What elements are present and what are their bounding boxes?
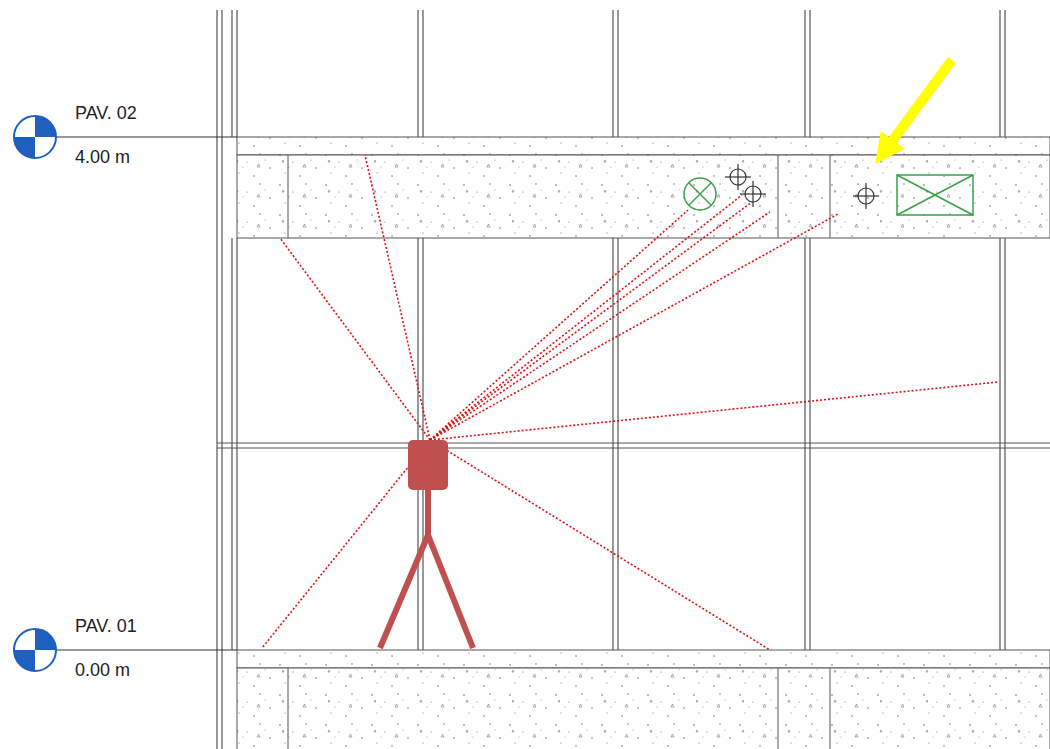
level-elevation: 0.00 m xyxy=(75,661,130,679)
pointer-arrow xyxy=(884,60,952,152)
lower-slab xyxy=(237,650,1050,749)
level-elevation: 4.00 m xyxy=(75,148,130,166)
level-markers xyxy=(14,116,237,671)
ceiling-devices xyxy=(684,164,973,215)
sight-lines xyxy=(262,155,998,650)
level-name: PAV. 02 xyxy=(75,104,137,122)
person-figure xyxy=(380,440,473,648)
level-name: PAV. 01 xyxy=(75,617,137,635)
upper-slab xyxy=(237,137,1050,238)
curtain-wall-mullions xyxy=(217,10,1050,749)
